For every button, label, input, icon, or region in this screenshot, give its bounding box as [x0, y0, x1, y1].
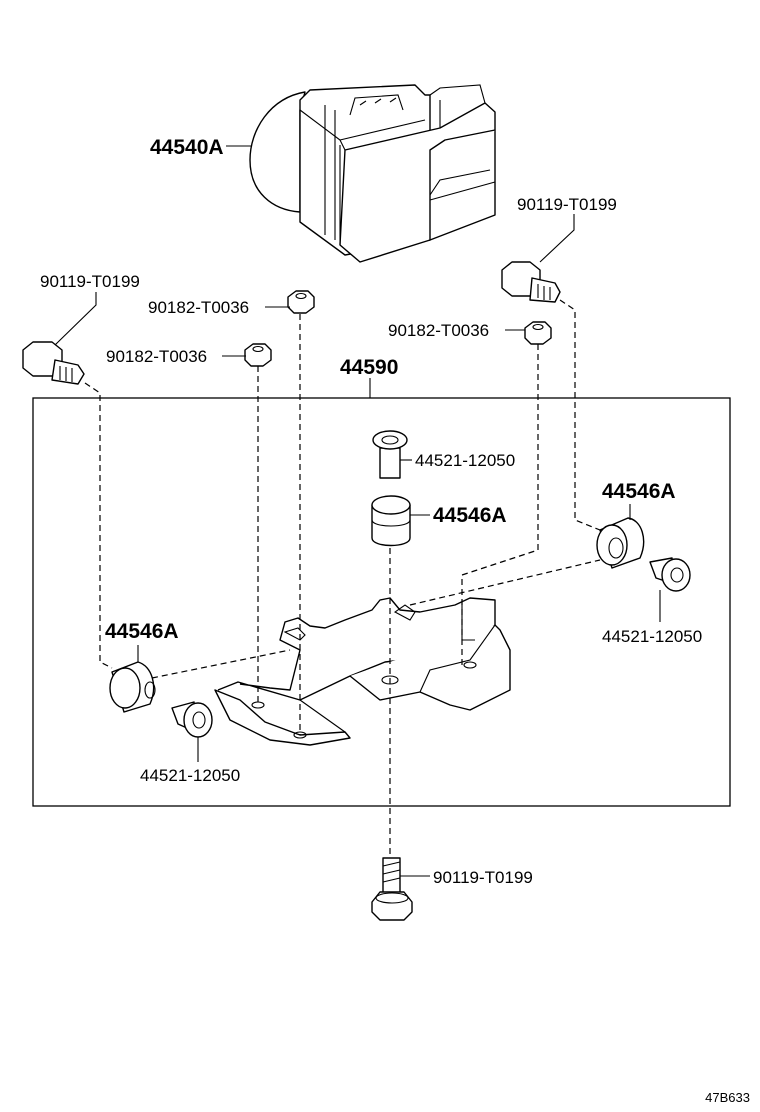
- label-nut-right: 90182-T0036: [388, 321, 489, 340]
- collar-left-part[interactable]: [171, 701, 213, 738]
- label-cushion-left: 44546A: [105, 620, 179, 643]
- abs-actuator-part[interactable]: [249, 84, 496, 263]
- bracket-assembly-frame: [32, 397, 731, 807]
- collar-right-part[interactable]: [649, 557, 691, 592]
- cushion-center-part[interactable]: [371, 495, 411, 547]
- nut-upper-part[interactable]: [287, 290, 315, 314]
- label-nut-upper: 90182-T0036: [148, 298, 249, 317]
- bolt-bottom-part[interactable]: [371, 857, 413, 921]
- diagram-code: 47B633: [705, 1090, 750, 1105]
- nut-left-part[interactable]: [244, 343, 272, 367]
- assembly-dashed-lines: [84, 299, 601, 858]
- bolt-top-left-part[interactable]: [22, 341, 85, 385]
- label-bolt-top-left: 90119-T0199: [40, 272, 140, 291]
- label-collar-left: 44521-12050: [140, 766, 240, 785]
- label-bolt-bottom: 90119-T0199: [433, 868, 533, 887]
- cushion-right-part[interactable]: [596, 517, 645, 569]
- bracket-plate-part[interactable]: [214, 597, 511, 746]
- label-cushion-right: 44546A: [602, 480, 676, 503]
- nut-right-part[interactable]: [524, 321, 552, 345]
- bolt-top-right-part[interactable]: [501, 261, 561, 303]
- label-collar-center: 44521-12050: [415, 451, 515, 470]
- label-cushion-center: 44546A: [433, 504, 507, 527]
- leader-lines: [54, 145, 661, 877]
- label-bolt-top-right: 90119-T0199: [517, 195, 617, 214]
- label-collar-right: 44521-12050: [602, 627, 702, 646]
- collar-center-part[interactable]: [372, 430, 408, 479]
- label-nut-left: 90182-T0036: [106, 347, 207, 366]
- label-abs-actuator: 44540A: [150, 136, 224, 159]
- label-bracket-assembly: 44590: [340, 356, 398, 379]
- cushion-left-part[interactable]: [109, 661, 156, 713]
